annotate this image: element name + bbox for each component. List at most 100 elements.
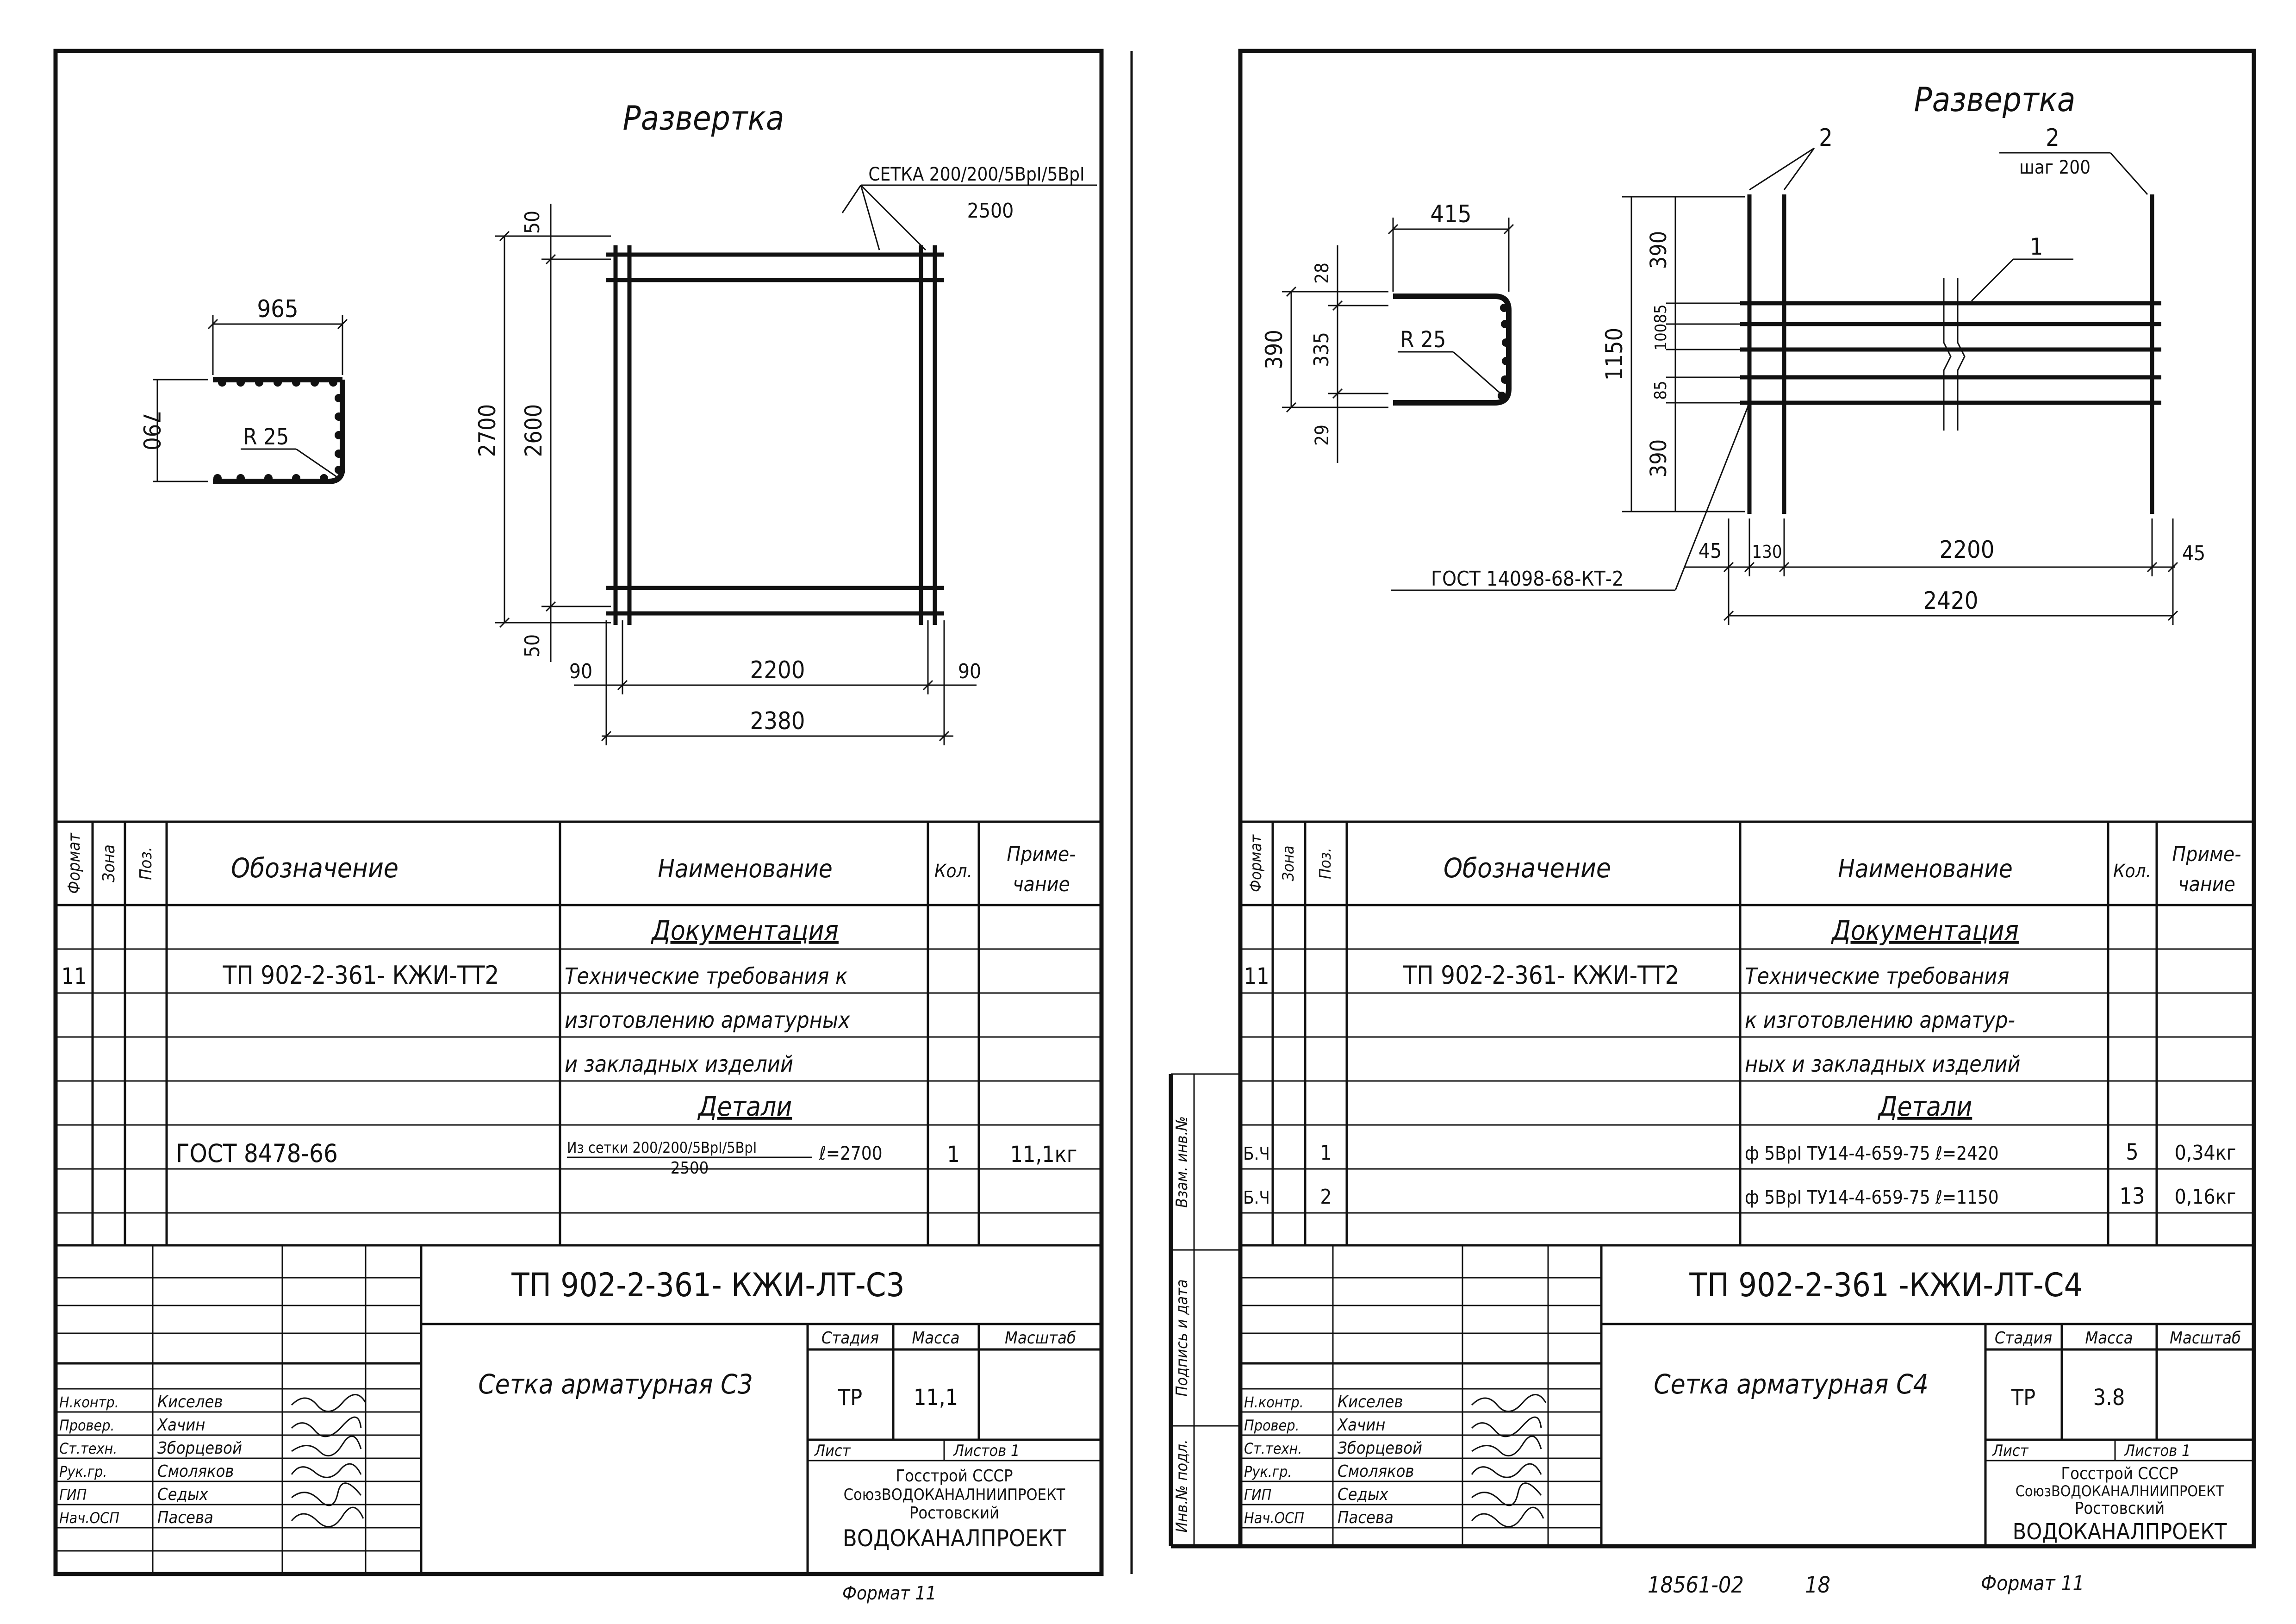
right-role-3: Рук.гр. bbox=[1244, 1463, 1292, 1480]
right-callout-2-left: 2 bbox=[1819, 124, 1833, 152]
left-stamp-scale-h: Масштаб bbox=[1005, 1329, 1076, 1348]
right-signatures bbox=[1471, 1394, 1547, 1528]
right-dim-2420: 2420 bbox=[1923, 587, 1978, 615]
right-doc-name-2: к изготовлению арматур- bbox=[1745, 1007, 2015, 1033]
left-h-format: Формат bbox=[65, 832, 84, 894]
right-stamp-stage-h: Стадия bbox=[1995, 1329, 2052, 1348]
right-stamp-mass: 3.8 bbox=[2093, 1385, 2125, 1411]
right-stamp-org-3: Ростовский bbox=[2075, 1499, 2165, 1518]
left-detail-designation: ГОСТ 8478-66 bbox=[176, 1139, 338, 1168]
right-doc-format: 11 bbox=[1244, 963, 1269, 989]
left-stamp-code: ТП 902-2-361- КЖИ-ЛТ-С3 bbox=[511, 1266, 904, 1304]
right-row-0-format: Б.Ч bbox=[1243, 1143, 1270, 1164]
right-stamp-mass-h: Масса bbox=[2085, 1329, 2133, 1348]
right-role-5: Нач.ОСП bbox=[1244, 1509, 1304, 1527]
left-h-note-1: Приме- bbox=[1007, 843, 1076, 866]
right-margin-label-1: Подпись и дата bbox=[1173, 1279, 1191, 1396]
left-role-4: ГИП bbox=[59, 1486, 87, 1504]
right-gost-label: ГОСТ 14098-68-КТ-2 bbox=[1431, 567, 1624, 591]
right-row-0-note: 0,34кг bbox=[2175, 1141, 2236, 1165]
right-dim-390: 390 bbox=[1261, 330, 1288, 369]
right-row-1-name: ф 5ВрI ТУ14-4-659-75 ℓ=1150 bbox=[1745, 1187, 1999, 1208]
left-stamp-sheets-h: Листов 1 bbox=[953, 1442, 1020, 1460]
left-mesh-dim-50-top: 50 bbox=[521, 211, 544, 234]
right-row-1-note: 0,16кг bbox=[2175, 1185, 2236, 1209]
left-format-label: Формат 11 bbox=[842, 1583, 936, 1604]
right-h-note-1: Приме- bbox=[2172, 843, 2241, 866]
left-h-zone: Зона bbox=[100, 844, 118, 882]
right-row-0-qty: 5 bbox=[2126, 1139, 2138, 1165]
left-stamp-mass: 11,1 bbox=[914, 1385, 958, 1411]
left-detail-note: 11,1кг bbox=[1010, 1142, 1077, 1168]
left-role-1: Провер. bbox=[59, 1417, 115, 1434]
right-dim-2200: 2200 bbox=[1939, 536, 1994, 564]
left-title: Развертка bbox=[623, 99, 784, 137]
right-stamp-org-1: Госстрой СССР bbox=[2061, 1464, 2178, 1483]
right-h-name: Наименование bbox=[1838, 854, 2013, 883]
left-stamp-stage: ТР bbox=[838, 1385, 862, 1411]
left-signatures bbox=[291, 1394, 367, 1528]
left-h-designation: Обозначение bbox=[231, 852, 398, 884]
right-h-zone: Зона bbox=[1279, 845, 1298, 881]
right-role-4: ГИП bbox=[1244, 1486, 1271, 1504]
left-spec-table: Формат Зона Поз. Обозначение Наименовани… bbox=[56, 820, 1101, 1247]
right-margin-label-2: Инв.№ подл. bbox=[1173, 1439, 1191, 1532]
left-mesh-dim-2200: 2200 bbox=[750, 656, 805, 684]
left-dim-790: 790 bbox=[138, 411, 165, 450]
right-stamp-stage: ТР bbox=[2011, 1385, 2035, 1411]
left-stamp-mass-h: Масса bbox=[912, 1329, 959, 1348]
right-footer-number: 18561-02 bbox=[1648, 1572, 1744, 1598]
left-role-2: Ст.техн. bbox=[59, 1440, 118, 1457]
left-detail-name-len: ℓ=2700 bbox=[819, 1143, 883, 1164]
left-mesh-dim-90-left: 90 bbox=[569, 660, 592, 683]
right-section-details: Детали bbox=[1878, 1091, 1972, 1122]
right-dim-45-left: 45 bbox=[1699, 539, 1722, 563]
left-radius-label: R 25 bbox=[243, 424, 289, 450]
right-name-2: Зборцевой bbox=[1338, 1439, 1422, 1458]
right-section-docs: Документация bbox=[1831, 915, 2019, 946]
right-dim-28: 28 bbox=[1312, 262, 1333, 284]
right-footer-page: 18 bbox=[1805, 1572, 1830, 1598]
right-stamp-scale-h: Масштаб bbox=[2170, 1329, 2241, 1348]
right-name-0: Киселев bbox=[1338, 1393, 1403, 1412]
right-stamp-org-2: СоюзВОДОКАНАЛНИИПРОЕКТ bbox=[2016, 1482, 2224, 1500]
left-mesh-dim-2600: 2600 bbox=[520, 404, 547, 457]
right-name-5: Пасева bbox=[1338, 1508, 1394, 1527]
left-role-3: Рук.гр. bbox=[59, 1463, 107, 1480]
left-mesh-leader-label: СЕТКА 200/200/5ВрI/5ВрI bbox=[868, 164, 1084, 185]
left-role-5: Нач.ОСП bbox=[59, 1509, 119, 1527]
right-row-1-pos: 2 bbox=[1320, 1185, 1332, 1209]
left-bent-detail: 965 790 R 25 bbox=[138, 295, 348, 484]
left-role-0: Н.контр. bbox=[59, 1393, 119, 1411]
right-h-pos: Поз. bbox=[1316, 848, 1335, 879]
left-detail-qty: 1 bbox=[947, 1142, 959, 1168]
right-dim-1150: 1150 bbox=[1601, 328, 1628, 381]
right-row-1-qty: 13 bbox=[2120, 1183, 2145, 1209]
right-h-designation: Обозначение bbox=[1444, 852, 1611, 884]
right-format-label: Формат 11 bbox=[1981, 1572, 2084, 1595]
right-doc-name-1: Технические требования bbox=[1745, 963, 2009, 989]
right-name-4: Седых bbox=[1338, 1485, 1389, 1504]
left-doc-name-3: и закладных изделий bbox=[565, 1051, 793, 1077]
right-dim-390-top: 390 bbox=[1646, 231, 1672, 269]
right-title: Развертка bbox=[1914, 80, 2076, 119]
left-title-block: ТП 902-2-361- КЖИ-ЛТ-С3 Сетка арматурная… bbox=[56, 1245, 1101, 1574]
left-doc-format: 11 bbox=[62, 963, 87, 989]
right-name-3: Смоляков bbox=[1338, 1462, 1414, 1481]
left-mesh-leader-sub: 2500 bbox=[967, 199, 1014, 223]
left-stamp-org-4: ВОДОКАНАЛПРОЕКТ bbox=[843, 1525, 1066, 1552]
right-step-label: шаг 200 bbox=[2019, 157, 2091, 178]
right-dim-85-bottom: 85 bbox=[1651, 381, 1670, 400]
left-detail-name-top: Из сетки 200/200/5ВрI/5ВрI bbox=[567, 1139, 757, 1156]
right-dim-85-top: 85 bbox=[1651, 304, 1670, 323]
right-mesh-drawing: 2 2 шаг 200 1 1150 390 85 100 85 390 ГОС… bbox=[1391, 124, 2205, 625]
right-callout-2-right: 2 bbox=[2046, 124, 2060, 152]
left-doc-name-1: Технические требования к bbox=[565, 963, 847, 989]
right-stamp-sheets-h: Листов 1 bbox=[2124, 1442, 2190, 1460]
right-name-1: Хачин bbox=[1337, 1416, 1385, 1435]
right-row-0-name: ф 5ВрI ТУ14-4-659-75 ℓ=2420 bbox=[1745, 1143, 1999, 1164]
right-doc-designation: ТП 902-2-361- КЖИ-ТТ2 bbox=[1403, 961, 1680, 990]
left-doc-designation: ТП 902-2-361- КЖИ-ТТ2 bbox=[223, 961, 499, 990]
right-sheet: Взам. инв.№ Подпись и дата Инв.№ подл. Р… bbox=[1169, 49, 2256, 1598]
